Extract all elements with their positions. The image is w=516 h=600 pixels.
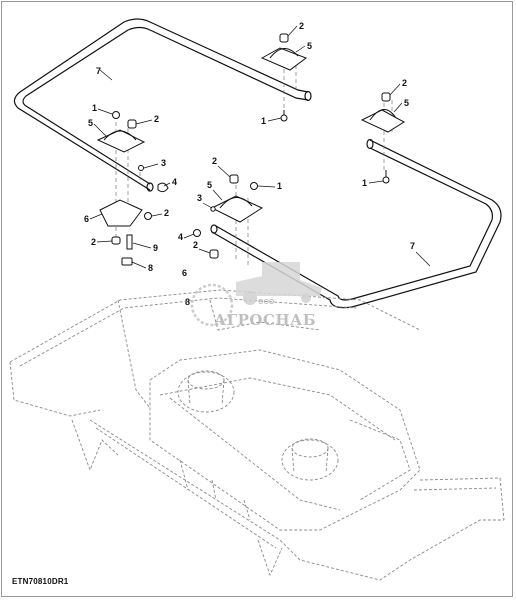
callout-8: 8 xyxy=(148,263,153,273)
callout-1: 1 xyxy=(277,181,282,191)
clamp-top-right xyxy=(260,33,308,122)
gear-icon xyxy=(190,283,234,327)
watermark-name: АГРОСНАБ xyxy=(214,311,316,329)
callout-3: 3 xyxy=(161,158,166,168)
callout-8: 8 xyxy=(185,297,190,307)
callout-2: 2 xyxy=(193,240,198,250)
callout-5: 5 xyxy=(307,41,312,51)
callout-labels: 2 5 1 2 5 1 7 7 1 2 5 3 4 6 2 2 9 8 2 5 … xyxy=(84,21,415,307)
callout-7: 7 xyxy=(96,66,101,76)
callout-7: 7 xyxy=(410,241,415,251)
tractor-icon xyxy=(236,262,322,296)
callout-6: 6 xyxy=(182,268,187,278)
callout-2: 2 xyxy=(91,237,96,247)
callout-1: 1 xyxy=(362,178,367,188)
callout-5: 5 xyxy=(207,180,212,190)
callout-4: 4 xyxy=(178,232,183,242)
assembly-guides xyxy=(115,48,393,265)
callout-6: 6 xyxy=(84,214,89,224)
callout-9: 9 xyxy=(153,243,158,253)
callout-3: 3 xyxy=(197,193,202,203)
watermark: ООО АГРОСНАБ xyxy=(190,262,322,329)
callout-1: 1 xyxy=(261,116,266,126)
upper-rail-left xyxy=(13,18,312,192)
callout-2: 2 xyxy=(164,208,169,218)
watermark-company: ООО xyxy=(258,299,275,306)
callout-2: 2 xyxy=(299,21,304,31)
callout-4: 4 xyxy=(172,177,177,187)
callout-5: 5 xyxy=(88,118,93,128)
callout-1: 1 xyxy=(92,103,97,113)
callout-5: 5 xyxy=(404,98,409,108)
machine-dashed-outline xyxy=(9,289,505,581)
callout-2: 2 xyxy=(154,114,159,124)
leader-lines xyxy=(89,25,431,269)
callout-2: 2 xyxy=(402,78,407,88)
callout-2: 2 xyxy=(212,156,217,166)
clamp-middle xyxy=(193,174,264,259)
clamp-right xyxy=(360,92,405,184)
drawing-id: ETN70810DR1 xyxy=(12,577,69,586)
clamp-left xyxy=(96,111,169,266)
